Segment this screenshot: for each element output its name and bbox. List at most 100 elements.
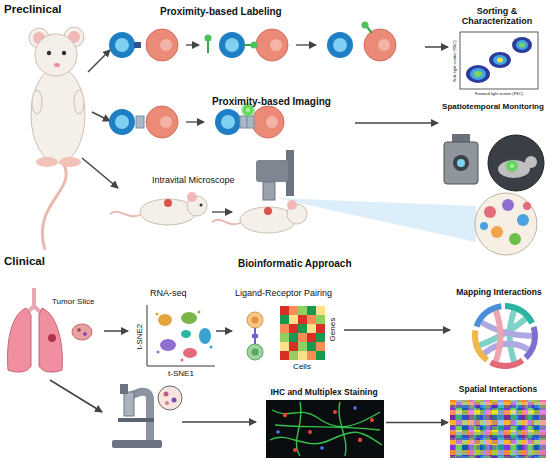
imaging-cells-part [240, 116, 247, 128]
ihc-image-part-part [293, 448, 297, 452]
labeling-cells-part [362, 22, 369, 29]
microscope-illustration-part [182, 421, 256, 423]
mouse-illustration-part [54, 63, 60, 67]
mouse-illustration-part [74, 90, 84, 114]
connector-arrow [355, 122, 438, 124]
lung-illustration-part [83, 332, 87, 336]
panel-node: Intravital Microscope [125, 165, 305, 240]
imaging-cells-part [109, 109, 135, 135]
ligand-receptor-art-part [247, 344, 263, 360]
panel-node: Tumor Slice [4, 284, 104, 378]
ihc-image [266, 400, 384, 458]
chord-diagram-part-part [475, 306, 535, 366]
spatial-map-part [450, 400, 546, 458]
connector-arrow [386, 422, 448, 424]
section-label: Preclinical [4, 3, 62, 16]
imaging-cells-part [115, 115, 129, 129]
flow-cytometry-plot-part [474, 71, 482, 77]
ihc-image-part [266, 400, 384, 458]
intravital-scene-part [276, 198, 476, 242]
intravital-scene-part [187, 192, 197, 202]
heatmap-part [280, 324, 289, 333]
microscope-illustration-part [124, 392, 134, 416]
mouse-illustration-part [47, 51, 51, 55]
panel-node: Mapping Interactions [450, 284, 548, 376]
heatmap-part [298, 351, 307, 360]
heatmap-part [298, 342, 307, 351]
labeling-cells-part [186, 44, 199, 45]
panel-node: Ligand-Receptor PairingGenesCells [232, 284, 344, 378]
tsne-plot-part [183, 348, 197, 358]
ihc-image-part-part [333, 410, 337, 414]
panel-node: IHC and Multiplex Staining [262, 384, 386, 461]
imaging-device [444, 134, 544, 191]
branch-arrow-part [92, 112, 110, 121]
heatmap-part [289, 324, 298, 333]
heatmap-part [298, 324, 307, 333]
ligand-receptor-art-part [252, 349, 259, 356]
lung-illustration-part [39, 308, 62, 372]
tsne-plot-part [210, 346, 213, 349]
chord-diagram-part-part [482, 323, 532, 337]
intravital-scene-part [475, 193, 537, 255]
intravital-scene-part [164, 199, 172, 207]
flow-cytometry-plot-part [460, 32, 538, 89]
connector-arrow [344, 329, 450, 331]
axis-label: Side light scatter (SSC) [453, 32, 458, 90]
flow-cytometry-plot-part [497, 58, 503, 63]
heatmap-part [307, 342, 316, 351]
tsne-plot [147, 305, 215, 366]
intravital-scene-part [264, 207, 272, 215]
imaging-cells-part [252, 106, 284, 138]
ihc-image-part-part [308, 430, 312, 434]
labeling-cells-part [333, 38, 347, 52]
spatial-map [450, 400, 546, 458]
imaging-device-part [488, 135, 544, 191]
panel-node: Spatial Interactions [448, 380, 548, 461]
ihc-image-part-part [270, 432, 382, 445]
labeling-cells [109, 22, 396, 62]
imaging-device-part [453, 155, 469, 171]
section-label: Bioinformatic Approach [238, 258, 352, 270]
panel-heading: Tumor Slice [52, 297, 94, 306]
heatmap-part [280, 351, 289, 360]
heatmap-part [289, 351, 298, 360]
panel-heading: Sorting & Characterization [452, 6, 542, 27]
intravital-scene-part [502, 199, 514, 211]
flow-cytometry-plot-part [493, 55, 507, 65]
panel-heading: Spatiotemporal Monitoring [438, 102, 548, 111]
labeling-cells-part [109, 32, 135, 58]
tsne-plot-part [181, 359, 184, 362]
flow-cytometry-plot-part [470, 68, 486, 80]
mouse-illustration-part [31, 67, 85, 163]
heatmap-part [307, 315, 316, 324]
chord-diagram-part [475, 306, 535, 366]
labeling-cells-part [296, 44, 316, 45]
mouse-illustration-part [42, 158, 66, 250]
flow-cytometry-plot-part [516, 40, 528, 50]
tsne-plot-part [181, 312, 197, 324]
heatmap-part [316, 315, 325, 324]
heatmap-part [298, 306, 307, 315]
imaging-device-part [525, 156, 537, 168]
ihc-image-part-part [339, 402, 346, 456]
chord-diagram-part-part [475, 306, 535, 366]
imaging-device-part [457, 159, 465, 167]
labeling-cells-part [251, 42, 258, 49]
imaging-cells-part [160, 116, 172, 128]
ihc-image-part [283, 410, 374, 452]
axis-label: Genes [328, 315, 337, 345]
lung-illustration-part [8, 308, 31, 372]
section-label: Clinical [4, 255, 45, 268]
mouse-illustration-part [59, 157, 81, 167]
microscope-illustration-part [132, 392, 150, 440]
panel-heading: RNA-seq [150, 288, 187, 298]
heatmap-part [289, 306, 298, 315]
heatmap-part [307, 324, 316, 333]
intravital-scene-part [287, 200, 297, 210]
tsne-plot-part [158, 314, 172, 326]
intravital-scene-part [480, 222, 488, 230]
labeling-cells-part [160, 39, 172, 51]
